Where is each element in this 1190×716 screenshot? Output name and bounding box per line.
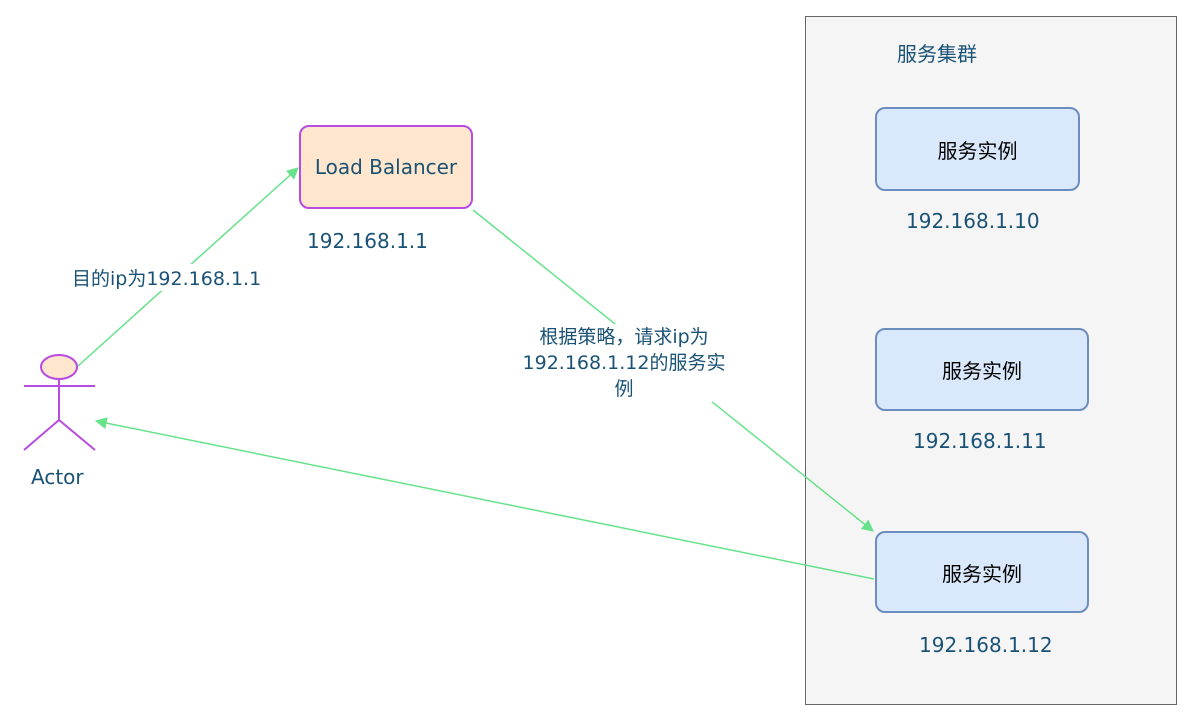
actor-label: Actor <box>31 465 84 489</box>
service-instance-3-label: 服务实例 <box>942 561 1022 586</box>
service-instance-1-ip: 192.168.1.10 <box>906 209 1040 233</box>
load-balancer-label: Load Balancer <box>314 155 458 179</box>
load-balancer-ip: 192.168.1.1 <box>307 229 428 253</box>
edge-lb-to-instance-label: 根据策略，请求ip为 192.168.1.12的服务实 例 <box>497 324 751 402</box>
service-instance-3-ip: 192.168.1.12 <box>919 633 1053 657</box>
actor-left-leg <box>23 419 60 451</box>
service-instance-3[interactable]: 服务实例 <box>875 531 1089 613</box>
service-instance-1[interactable]: 服务实例 <box>875 107 1080 191</box>
edge-actor-to-lb-label: 目的ip为192.168.1.1 <box>72 264 262 291</box>
edge-instance-to-actor[interactable] <box>94 417 875 580</box>
actor-head <box>40 354 78 380</box>
service-instance-2[interactable]: 服务实例 <box>875 328 1089 411</box>
service-instance-2-ip: 192.168.1.11 <box>913 429 1047 453</box>
actor-figure[interactable] <box>23 354 96 451</box>
service-instance-2-label: 服务实例 <box>942 359 1022 383</box>
service-instance-1-label: 服务实例 <box>937 138 1018 163</box>
actor-right-leg <box>58 419 96 451</box>
load-balancer-node[interactable]: Load Balancer <box>299 125 473 209</box>
cluster-title: 服务集群 <box>897 42 977 66</box>
